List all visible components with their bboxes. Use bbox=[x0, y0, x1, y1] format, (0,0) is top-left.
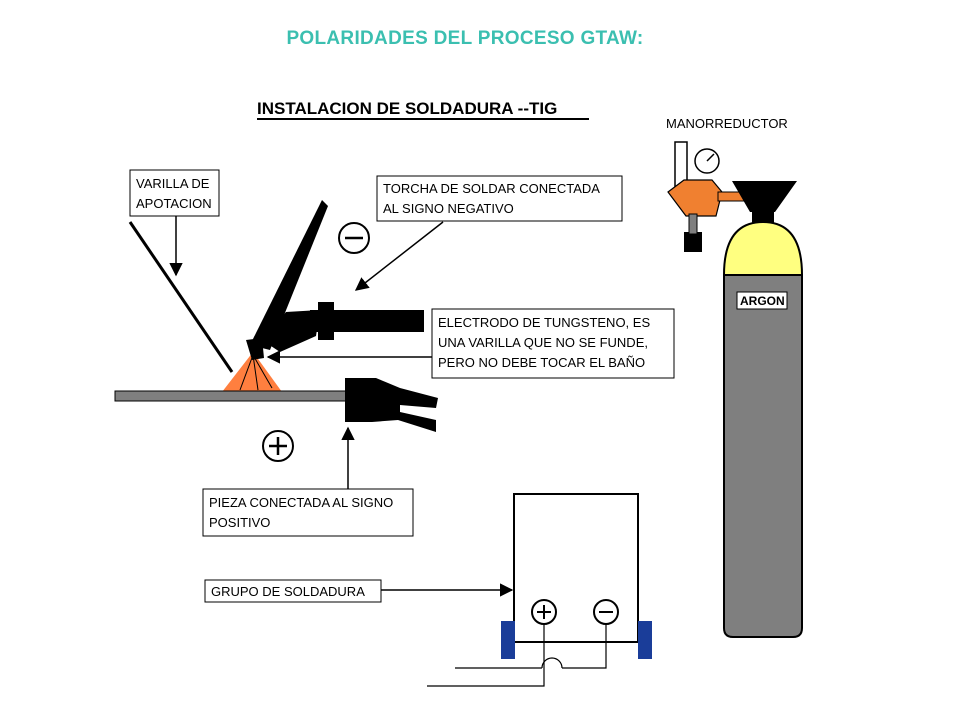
torch-cable bbox=[310, 310, 424, 332]
diagram-heading: INSTALACION DE SOLDADURA --TIG bbox=[257, 99, 557, 118]
argon-cylinder-body bbox=[723, 274, 803, 638]
filler-rod bbox=[128, 221, 234, 373]
electrodo-label-line3: PERO NO DEBE TOCAR EL BAÑO bbox=[438, 355, 645, 370]
machine-foot-right bbox=[638, 621, 652, 659]
argon-label: ARGON bbox=[740, 294, 785, 308]
electrodo-label-line2: UNA VARILLA QUE NO SE FUNDE, bbox=[438, 335, 648, 350]
regulator-knob bbox=[684, 232, 702, 252]
grupo-label-box bbox=[204, 579, 382, 603]
torcha-label-box bbox=[376, 175, 623, 222]
machine-cable-negative bbox=[562, 624, 607, 669]
varilla-label-line2: APOTACION bbox=[136, 196, 212, 211]
gauge-needle bbox=[706, 153, 715, 162]
machine-cable-hop bbox=[541, 657, 563, 669]
arc-flame bbox=[222, 352, 282, 392]
machine-cable-positive bbox=[427, 624, 545, 687]
ground-clamp bbox=[345, 378, 438, 432]
slide-title: POLARIDADES DEL PROCESO GTAW: bbox=[286, 28, 644, 49]
cylinder-valve bbox=[732, 181, 797, 212]
pieza-label-line2: POSITIVO bbox=[209, 515, 270, 530]
regulator-stem bbox=[688, 213, 698, 235]
arc-ray-1 bbox=[239, 354, 254, 391]
grupo-label: GRUPO DE SOLDADURA bbox=[211, 584, 365, 599]
torch-cable-collar bbox=[318, 302, 334, 340]
torcha-label-line2: AL SIGNO NEGATIVO bbox=[383, 201, 514, 216]
workpiece-plate bbox=[114, 390, 361, 402]
torcha-label-line1: TORCHA DE SOLDAR CONECTADA bbox=[383, 181, 600, 196]
electrodo-label-box bbox=[431, 308, 675, 379]
argon-label-box bbox=[736, 291, 788, 310]
electrodo-label-line1: ELECTRODO DE TUNGSTENO, ES bbox=[438, 315, 650, 330]
torch-handle bbox=[250, 200, 328, 350]
arc-ray-2 bbox=[252, 354, 259, 391]
pieza-label-line1: PIEZA CONECTADA AL SIGNO bbox=[209, 495, 393, 510]
arc-ray-3 bbox=[252, 354, 273, 389]
torcha-arrow bbox=[354, 221, 444, 291]
torch-head bbox=[262, 310, 320, 352]
machine-foot-left bbox=[501, 621, 515, 659]
varilla-label-box bbox=[129, 169, 220, 217]
pieza-label-box bbox=[202, 488, 414, 537]
torch-nozzle bbox=[246, 338, 264, 360]
manorreductor-label: MANORREDUCTOR bbox=[666, 116, 788, 131]
welding-machine bbox=[513, 493, 639, 643]
varilla-label-line1: VARILLA DE bbox=[136, 176, 210, 191]
regulator-body bbox=[667, 179, 723, 217]
argon-cylinder-top bbox=[722, 220, 804, 276]
